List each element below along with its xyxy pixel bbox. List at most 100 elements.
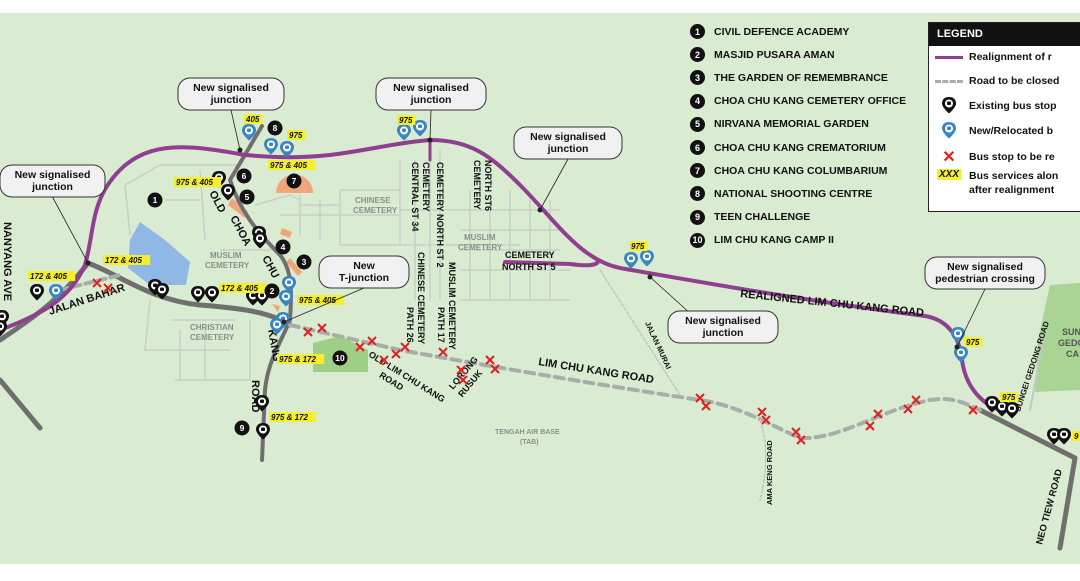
place-name: NATIONAL SHOOTING CENTRE [714, 187, 873, 200]
place-name: LIM CHU KANG CAMP II [714, 234, 834, 247]
number-badge: 7 [690, 163, 705, 179]
place-name: CHOA CHU KANG CREMATORIUM [714, 141, 886, 154]
callout-leader [429, 109, 432, 141]
yellow-tag-icon: XXX [936, 169, 961, 180]
place-marker-number: 5 [245, 192, 250, 202]
number-badge: 8 [690, 186, 705, 202]
cemetery-north-st5-link[interactable] [503, 260, 600, 268]
place-marker[interactable] [239, 189, 255, 205]
place-item: 1 CIVIL DEFENCE ACADEMY [690, 24, 849, 39]
callout-text: junction [547, 143, 589, 155]
bus-service-tag-bg [277, 354, 325, 364]
nanyang-ave-label: NANYANG AVE [1, 222, 13, 301]
bus-service-tag-bg [268, 160, 316, 170]
callout-leader [283, 287, 365, 323]
legend-text: after realignment [969, 184, 1055, 196]
bus-service-tag: 9 [1074, 432, 1079, 441]
number-badge: 9 [690, 209, 705, 225]
number-badge: 1 [690, 24, 705, 39]
black-bus-stop-icon [929, 97, 969, 115]
place-marker[interactable] [275, 239, 291, 255]
legend-text: Bus stop to be re [969, 151, 1055, 163]
callout-c4 [0, 164, 106, 198]
callout-leader [230, 109, 241, 151]
legend-title: LEGEND [929, 23, 1080, 46]
callout-c7 [924, 256, 1046, 290]
water-body [128, 222, 190, 285]
legend-text: Realignment of r [969, 51, 1052, 63]
place-name: CIVIL DEFENCE ACADEMY [714, 25, 850, 38]
bus-service-tag-bg [287, 130, 306, 140]
callout-leader [52, 196, 89, 264]
place-marker[interactable] [332, 350, 348, 366]
place-marker[interactable] [267, 120, 283, 136]
legend-item-existing-stop: Existing bus stop [929, 97, 1057, 115]
callout-c3 [513, 126, 623, 160]
place-marker-number: 8 [273, 123, 278, 133]
nanyang-ave-road[interactable] [0, 377, 43, 431]
bus-service-tag: 975 [1002, 393, 1016, 402]
callout-text: New signalised [193, 82, 269, 94]
bus-service-tag-bg [244, 114, 263, 124]
place-marker-number: 2 [270, 286, 275, 296]
bus-service-tag: 975 & 172 [271, 413, 308, 422]
place-marker[interactable] [147, 192, 163, 208]
callout-c5 [318, 255, 410, 289]
place-name: TEEN CHALLENGE [714, 211, 811, 224]
place-marker-number: 6 [242, 171, 247, 181]
place-marker[interactable] [264, 283, 280, 299]
bus-service-tag: 975 & 405 [299, 296, 336, 305]
tengah-air-base-label: TENGAH AIR BASE(TAB) [495, 429, 560, 446]
neo-tiew-road[interactable] [977, 407, 1078, 551]
place-item: 6 CHOA CHU KANG CREMATORIUM [690, 140, 886, 155]
callout-leader [956, 288, 986, 348]
place-marker[interactable] [236, 168, 252, 184]
legend-item-bus-services: XXX Bus services alon after realignment [929, 169, 1058, 197]
legend-text: Existing bus stop [969, 100, 1057, 112]
place-marker-number: 1 [153, 195, 158, 205]
bus-service-tag-bg [103, 255, 151, 265]
realigned-route[interactable] [0, 138, 1002, 412]
chinese-cemetery-path26-label: CHINESE CEMETERYPATH 26 [405, 252, 426, 344]
bus-service-tag: 975 [631, 242, 645, 251]
bus-service-tag-bg [297, 295, 345, 305]
red-cross-icon: ✕ [942, 149, 956, 166]
place-marker[interactable] [286, 173, 302, 189]
legend-panel: LEGEND Realignment of r Road to be close… [928, 22, 1080, 212]
place-marker[interactable] [234, 420, 250, 436]
bus-service-tag-bg [629, 241, 648, 251]
bus-service-tag-bg [397, 115, 416, 125]
callout-text: New signalised [685, 315, 761, 327]
place-marker-number: 3 [302, 257, 307, 267]
place-marker-number: 4 [281, 242, 286, 252]
legend-item-realignment: Realignment of r [929, 51, 1052, 63]
callout-c6 [667, 310, 779, 344]
bus-service-tag: 975 & 405 [270, 161, 307, 170]
legend-item-road-closed: Road to be closed [929, 75, 1059, 87]
callout-c1 [177, 77, 285, 111]
callout-text: pedestrian crossing [935, 273, 1035, 285]
sungei-gedong-camp-area [1035, 283, 1080, 392]
number-badge: 5 [690, 116, 705, 132]
place-marker[interactable] [296, 254, 312, 270]
place-name: MASJID PUSARA AMAN [714, 48, 835, 61]
number-badge: 6 [690, 140, 705, 155]
callout-text: junction [410, 94, 452, 106]
bus-service-tag-bg [174, 177, 222, 187]
legend-text: Bus services alon [969, 170, 1059, 182]
place-item: 9 TEEN CHALLENGE [690, 209, 811, 225]
number-badge: 10 [690, 232, 705, 248]
closed-lim-chu-kang-road[interactable] [288, 323, 982, 441]
bus-service-tag: 975 [289, 131, 303, 140]
callout-text: T-junction [339, 272, 389, 284]
number-badge: 3 [690, 70, 705, 86]
bus-service-tag: 172 & 405 [30, 272, 67, 281]
ama-keng-road-label: AMA KENG ROAD [765, 440, 774, 505]
kang-label: KANG [265, 328, 282, 362]
